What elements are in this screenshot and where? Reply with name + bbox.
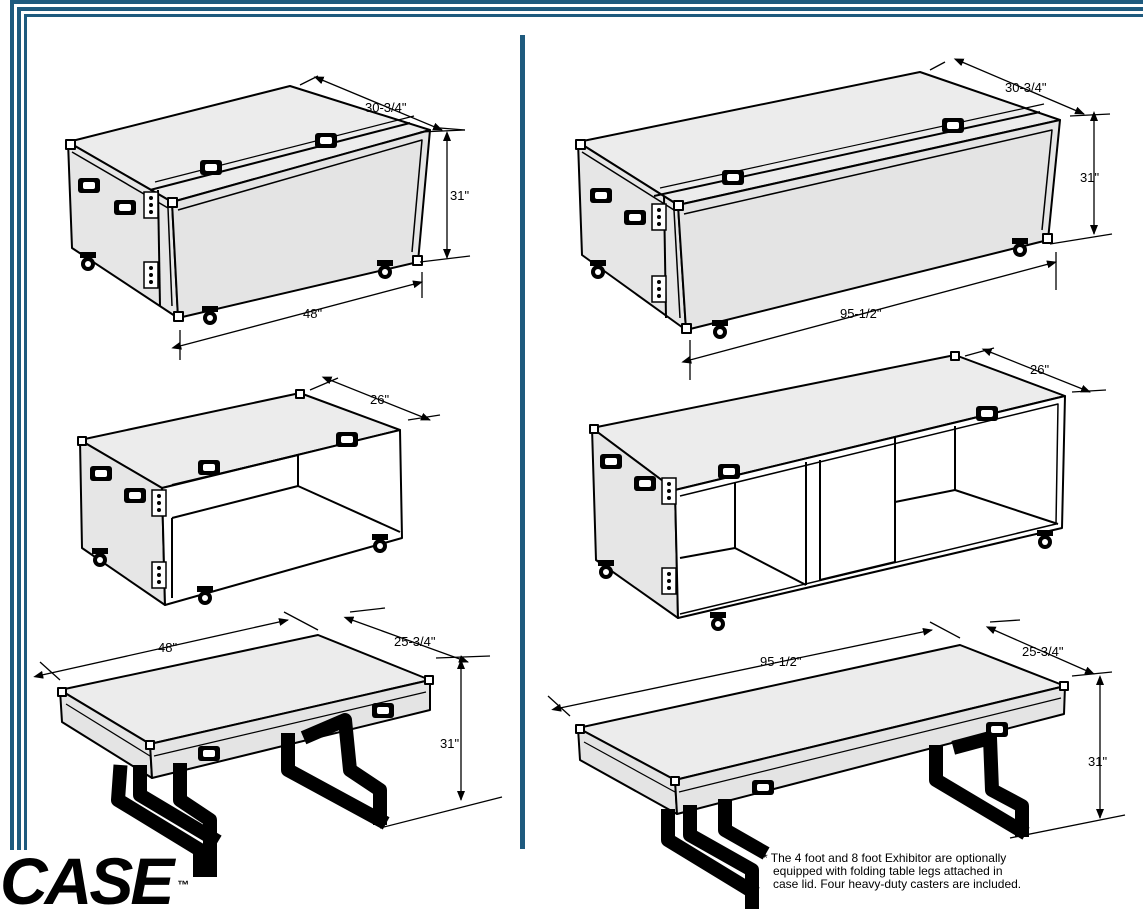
caster-icon [712, 320, 728, 339]
footnote-line-3: case lid. Four heavy-duty casters are in… [773, 877, 1022, 891]
latch-handle-icon [986, 722, 1008, 737]
footnote-line-2: equipped with folding table legs attache… [773, 864, 1003, 878]
lid-handle-icon [718, 464, 740, 479]
small-case-depth-label: 30-3/4" [365, 100, 407, 115]
latch-icon [661, 567, 677, 595]
lid-handle-icon [315, 133, 337, 148]
large-case-height-label: 31" [1080, 170, 1099, 185]
top-rule-2 [17, 7, 1143, 11]
latch-icon [143, 261, 159, 289]
large-case-depth-label: 30-3/4" [1005, 80, 1047, 95]
small-case-dimensions [171, 75, 471, 360]
small-table-depth-label: 25-3/4" [394, 634, 436, 649]
top-rule-1 [10, 0, 1143, 4]
large-table-width-label: 95-1/2" [760, 654, 802, 669]
footnote-line-1: * The 4 foot and 8 foot Exhibitor are op… [763, 851, 1007, 865]
caster-icon [80, 252, 96, 271]
side-handle-icon [90, 466, 112, 481]
left-rule-1 [10, 0, 14, 850]
latch-handle-icon [198, 746, 220, 761]
caster-icon [372, 534, 388, 553]
small-case-width-label: 48" [303, 306, 322, 321]
latch-icon [661, 477, 677, 505]
caster-icon [92, 548, 108, 567]
large-table-dimensions [547, 619, 1126, 839]
caster-icon [377, 260, 393, 279]
caster-icon [197, 586, 213, 605]
left-rule-2 [17, 7, 21, 850]
latch-icon [651, 275, 667, 303]
side-handle-icon [114, 200, 136, 215]
large-case-dimensions [681, 58, 1113, 380]
lid-handle-icon [722, 170, 744, 185]
large-open-dimensions [964, 347, 1107, 393]
lid-handle-icon [200, 160, 222, 175]
small-table-height-label: 31" [440, 736, 459, 751]
caster-icon [710, 612, 726, 631]
side-handle-icon [590, 188, 612, 203]
lid-handle-icon [198, 460, 220, 475]
side-handle-icon [634, 476, 656, 491]
small-table-dimensions [33, 607, 503, 829]
large-table-depth-label: 25-3/4" [1022, 644, 1064, 659]
lid-handle-icon [336, 432, 358, 447]
caster-icon [202, 306, 218, 325]
latch-handle-icon [372, 703, 394, 718]
small-table [57, 634, 434, 877]
left-rule-3 [24, 14, 27, 850]
side-handle-icon [78, 178, 100, 193]
lid-handle-icon [976, 406, 998, 421]
top-rule-3 [24, 14, 1143, 17]
caster-icon [590, 260, 606, 279]
latch-icon [143, 191, 159, 219]
center-divider [520, 35, 525, 849]
small-open-depth-label: 26" [370, 392, 389, 407]
latch-handle-icon [752, 780, 774, 795]
side-handle-icon [600, 454, 622, 469]
trademark-mark: ™ [177, 878, 190, 892]
small-open-dimensions [309, 376, 441, 421]
large-open-depth-label: 26" [1030, 362, 1049, 377]
caster-icon [598, 560, 614, 579]
latch-icon [651, 203, 667, 231]
latch-icon [151, 561, 167, 589]
large-case-width-label: 95-1/2" [840, 306, 882, 321]
caster-icon [1037, 530, 1053, 549]
side-handle-icon [624, 210, 646, 225]
latch-icon [151, 489, 167, 517]
small-case-open [77, 389, 403, 606]
small-case-height-label: 31" [450, 188, 469, 203]
brand-logo-text: CASE [0, 844, 174, 918]
footnote: * The 4 foot and 8 foot Exhibitor are op… [763, 852, 1133, 891]
caster-icon [1012, 238, 1028, 257]
side-handle-icon [124, 488, 146, 503]
small-table-width-label: 48" [158, 640, 177, 655]
lid-handle-icon [942, 118, 964, 133]
large-case-open [589, 351, 1066, 619]
large-case-closed [575, 71, 1061, 334]
large-table-height-label: 31" [1088, 754, 1107, 769]
